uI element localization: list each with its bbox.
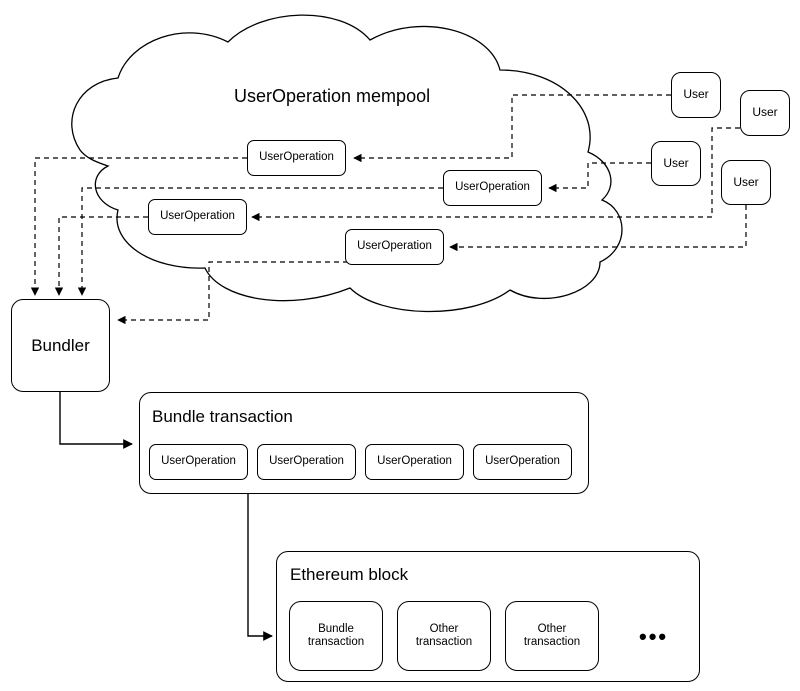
edge-user4-to-userop4 [449,205,747,252]
ethereum-tx-other-2-line1: Other [537,622,567,635]
user-node-2-label: User [752,105,778,120]
bundle-userop-2[interactable]: UserOperation [257,444,356,480]
ethereum-tx-other-2[interactable]: Other transaction [505,601,599,671]
user-node-2[interactable]: User [740,90,790,136]
ethereum-tx-other-1-line2: transaction [415,636,473,648]
user-node-3[interactable]: User [651,141,701,186]
mempool-userop-1[interactable]: UserOperation [247,140,346,176]
bundle-userop-1-label: UserOperation [161,455,236,468]
user-node-3-label: User [663,155,689,170]
bundle-userop-1[interactable]: UserOperation [149,444,248,480]
bundle-userop-4[interactable]: UserOperation [473,444,572,480]
mempool-cloud-shape [71,14,623,313]
mempool-userop-4-label: UserOperation [357,240,432,253]
ethereum-tx-bundle-line1: Bundle [318,622,354,635]
user-node-4[interactable]: User [721,160,771,205]
bundle-userop-4-label: UserOperation [485,455,560,468]
edge-user3-to-userop2 [548,162,651,193]
mempool-userop-1-label: UserOperation [259,151,334,164]
mempool-userop-2-label: UserOperation [455,181,530,194]
ethereum-tx-other-2-line2: transaction [523,636,581,648]
user-node-4-label: User [733,174,759,189]
edge-bundler-to-bundle-transaction [59,392,133,449]
edge-userop3-to-bundler [54,216,148,296]
edge-bundle-transaction-to-ethereum-block [247,494,273,641]
bundle-transaction-title: Bundle transaction [152,407,293,426]
bundler-node[interactable]: Bundler [11,299,110,392]
user-node-1-label: User [683,87,709,102]
mempool-userop-3-label: UserOperation [160,210,235,223]
bundle-userop-3-label: UserOperation [377,455,452,468]
bundle-userop-3[interactable]: UserOperation [365,444,464,480]
ethereum-tx-bundle[interactable]: Bundle transaction [289,601,383,671]
ethereum-tx-other-1[interactable]: Other transaction [397,601,491,671]
ethereum-more-transactions-ellipsis: ••• [639,624,669,649]
bundler-label: Bundler [31,335,90,355]
mempool-userop-3[interactable]: UserOperation [148,199,247,235]
edge-userop4-to-bundler [117,261,348,325]
mempool-userop-2[interactable]: UserOperation [443,170,542,206]
ethereum-block-title: Ethereum block [290,565,409,584]
mempool-userop-4[interactable]: UserOperation [345,229,444,265]
mempool-title: UserOperation mempool [234,86,431,106]
ethereum-tx-bundle-line2: transaction [307,636,365,648]
bundle-userop-2-label: UserOperation [269,455,344,468]
user-node-1[interactable]: User [671,72,721,118]
ethereum-tx-other-1-line1: Other [429,622,459,635]
